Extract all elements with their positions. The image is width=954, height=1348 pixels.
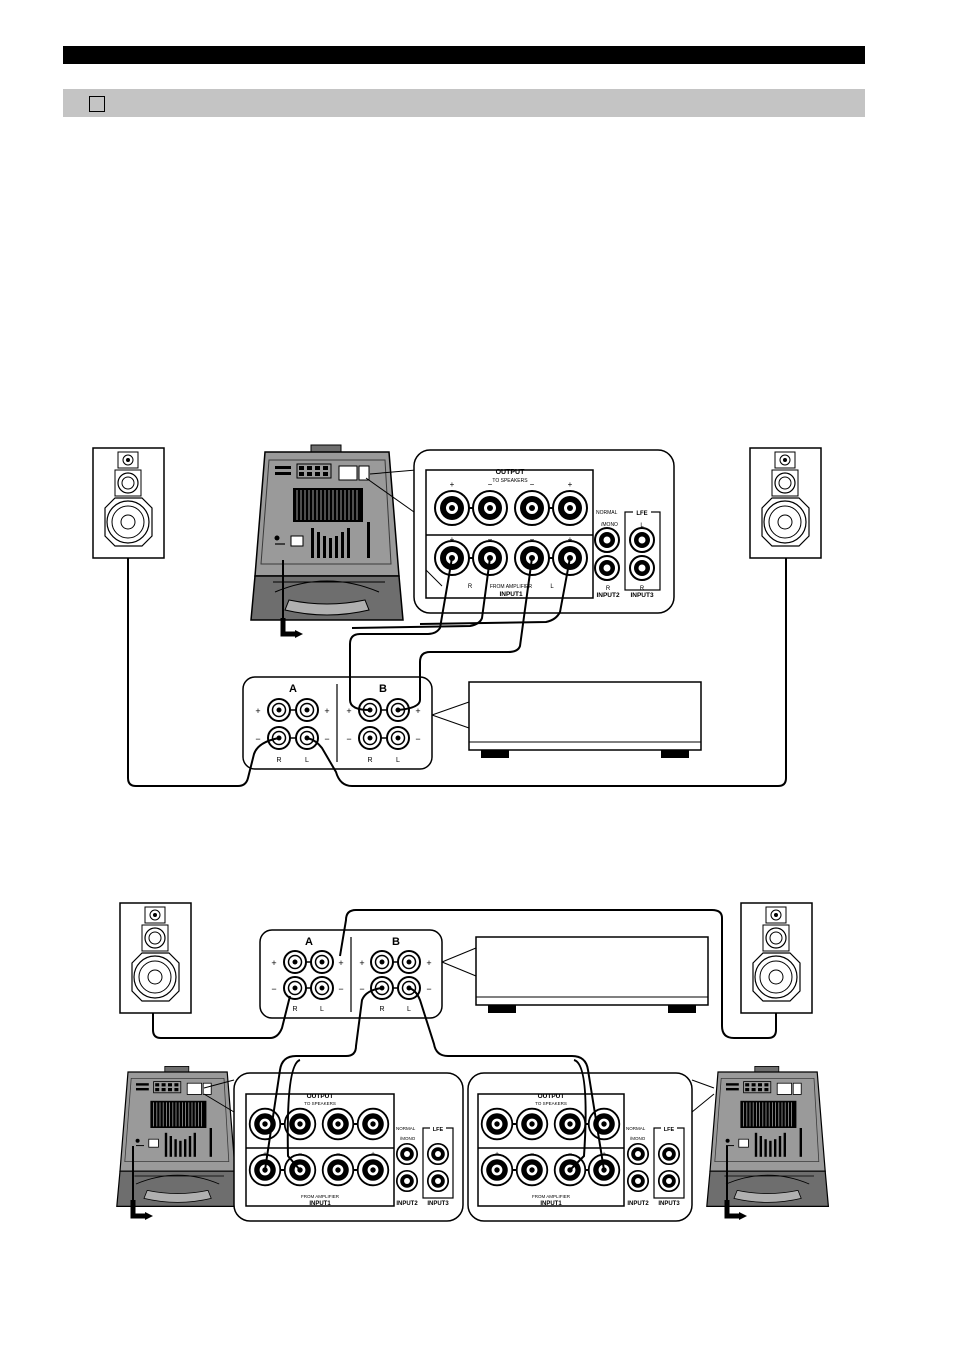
svg-text:L: L <box>550 584 554 590</box>
terminal-a-label: A <box>289 683 297 695</box>
rear-panel-zoom-left: OUTPUT TO SPEAKERS + − − + FROM AMPLIFIE… <box>203 1072 464 1222</box>
svg-text:+: + <box>450 535 455 544</box>
svg-text:INPUT1: INPUT1 <box>309 1201 331 1207</box>
svg-text:+: + <box>450 480 455 489</box>
svg-text:R: R <box>379 1006 384 1013</box>
output-label: OUTPUT <box>496 469 526 476</box>
speaker-right-bottom <box>740 902 813 1014</box>
input1-label: INPUT1 <box>499 591 523 598</box>
output-r-minus-post <box>472 490 508 526</box>
svg-text:TO SPEAKERS: TO SPEAKERS <box>304 1101 336 1106</box>
rear-panel-zoom-right: OUTPUT TO SPEAKERS + − − + FROM AMPLIFIE… <box>467 1072 715 1222</box>
svg-text:R: R <box>367 757 372 764</box>
svg-text:+: + <box>324 706 329 716</box>
svg-text:L: L <box>407 1006 411 1013</box>
svg-text:FROM AMPLIFIER: FROM AMPLIFIER <box>301 1194 340 1199</box>
svg-text:−: − <box>530 535 535 544</box>
input3-r-jack <box>629 555 655 581</box>
output-l-minus-post <box>514 490 550 526</box>
power-plug-icon <box>283 618 303 638</box>
speaker-cables <box>127 557 787 787</box>
section-checkbox <box>89 96 105 112</box>
output-r-plus-post <box>434 490 470 526</box>
svg-text:+: + <box>426 958 431 968</box>
subwoofer <box>250 444 404 621</box>
svg-text:INPUT3: INPUT3 <box>658 1201 680 1207</box>
svg-text:INPUT2: INPUT2 <box>396 1201 418 1207</box>
svg-text:R: R <box>468 584 473 590</box>
svg-text:/MONO: /MONO <box>630 1136 646 1141</box>
svg-text:+: + <box>359 958 364 968</box>
section-bar <box>63 89 865 117</box>
svg-text:R: R <box>292 1006 297 1013</box>
svg-text:INPUT2: INPUT2 <box>627 1201 649 1207</box>
svg-text:/MONO: /MONO <box>400 1136 416 1141</box>
svg-text:NORMAL: NORMAL <box>626 1126 646 1131</box>
amplifier-unit-bottom <box>475 936 709 1014</box>
speaker-right <box>749 447 822 559</box>
svg-text:NORMAL: NORMAL <box>396 1126 416 1131</box>
svg-text:+: + <box>415 706 420 716</box>
input2-l-jack <box>594 527 620 553</box>
svg-text:−: − <box>426 984 431 994</box>
svg-text:TO SPEAKERS: TO SPEAKERS <box>535 1101 567 1106</box>
svg-text:+: + <box>568 535 573 544</box>
svg-text:−: − <box>271 984 276 994</box>
svg-text:−: − <box>359 984 364 994</box>
from-amplifier-label: FROM AMPLIFIER <box>490 584 533 590</box>
svg-text:−: − <box>488 480 493 489</box>
svg-text:LFE: LFE <box>433 1127 444 1133</box>
rear-panel-zoom: OUTPUT TO SPEAKERS + − − + + − − + R L F… <box>413 449 675 614</box>
amp-terminal-block: A B + − + − + − + − R L R L <box>242 676 433 770</box>
amp-terminal-block-bottom: A B + − + − + − + − R L R L <box>259 929 443 1019</box>
svg-text:LFE: LFE <box>664 1127 675 1133</box>
svg-text:R: R <box>276 757 281 764</box>
svg-text:OUTPUT: OUTPUT <box>307 1093 334 1100</box>
input2-r-jack <box>594 555 620 581</box>
svg-text:−: − <box>488 535 493 544</box>
svg-text:OUTPUT: OUTPUT <box>538 1093 565 1100</box>
svg-text:+: + <box>568 480 573 489</box>
normal-label: NORMAL <box>596 510 618 516</box>
subwoofer-left <box>116 1065 240 1208</box>
svg-text:L: L <box>640 523 644 529</box>
speaker-left <box>92 447 165 559</box>
svg-text:−: − <box>346 734 351 744</box>
svg-text:L: L <box>320 1006 324 1013</box>
svg-text:A: A <box>305 936 313 948</box>
svg-text:−: − <box>338 984 343 994</box>
svg-text:+: + <box>346 706 351 716</box>
svg-text:L: L <box>396 757 400 764</box>
svg-text:FROM AMPLIFIER: FROM AMPLIFIER <box>532 1194 571 1199</box>
subwoofer-right <box>706 1065 830 1208</box>
terminal-b-label: B <box>379 683 387 695</box>
lfe-label: LFE <box>636 511 647 517</box>
svg-text:−: − <box>415 734 420 744</box>
input3-label: INPUT3 <box>630 592 654 599</box>
svg-text:−: − <box>255 734 260 744</box>
svg-text:R: R <box>606 586 611 592</box>
header-bar <box>63 46 865 64</box>
speaker-left-bottom <box>119 902 192 1014</box>
svg-text:B: B <box>392 936 400 948</box>
svg-text:−: − <box>324 734 329 744</box>
svg-text:L: L <box>305 757 309 764</box>
svg-text:+: + <box>255 706 260 716</box>
to-speakers-label: TO SPEAKERS <box>492 478 528 484</box>
svg-text:+: + <box>271 958 276 968</box>
input3-l-jack <box>629 527 655 553</box>
svg-text:INPUT1: INPUT1 <box>540 1201 562 1207</box>
amplifier-unit <box>468 681 702 759</box>
l-mono-label: /MONO <box>601 522 618 528</box>
input2-label: INPUT2 <box>596 592 620 599</box>
svg-text:+: + <box>338 958 343 968</box>
svg-text:−: − <box>530 480 535 489</box>
svg-text:R: R <box>640 586 645 592</box>
speaker-cables-bottom <box>152 909 777 1171</box>
svg-text:INPUT3: INPUT3 <box>427 1201 449 1207</box>
output-l-plus-post <box>552 490 588 526</box>
